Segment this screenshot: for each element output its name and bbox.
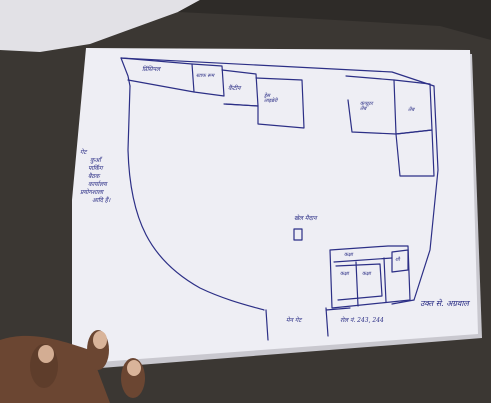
left-note-line: आदि हैं। [92,197,111,204]
finger-2-nail [127,360,141,376]
label-top-room-4: ड्रेस लाइब्रेरी [264,93,278,104]
left-note: गेट कुआँ पार्किंग बैठक कार्यालय प्रयोगशा… [80,150,130,204]
top-room-divider [225,103,259,107]
left-note-line: पार्किंग [88,165,103,172]
gate-post-right [325,307,329,337]
label-top-room-6: लैब [408,107,415,113]
gate-post-left [265,309,269,341]
label-top-room-5: कंप्यूटर लैब [360,101,373,112]
bottom-small-box [391,249,409,273]
left-note-line: कुआँ [90,157,101,164]
label-bottom-mid: कक्षा [362,271,371,277]
boundary-corner [120,57,131,87]
left-note-line: बैठक [88,173,100,180]
bottom-block-outer [329,245,411,309]
top-room-7 [395,129,435,177]
paper-sheet [72,48,478,364]
boundary-top [120,57,435,87]
label-bottom-right: शौ [395,257,400,263]
bottom-block-inner [335,263,383,301]
center-box [293,228,303,241]
roll-number: रोल नं. 243, 244 [340,317,384,324]
label-top-room-2: स्टाफ रूम [196,73,215,79]
bottom-block-div2 [383,257,387,303]
left-note-line: कार्यालय [88,181,107,188]
top-room-4 [255,77,305,129]
top-room-1 [120,57,195,93]
bottom-block-header [333,257,393,263]
label-top-room-1: प्रिंसिपल [142,66,161,73]
label-bottom-left: कक्षा [340,271,349,277]
boundary-right [413,85,439,301]
label-center: खेल मैदान [294,215,317,222]
boundary-left-curve [127,85,265,311]
label-bottom-header: कक्षा [344,252,353,258]
finger-1-nail [93,331,107,349]
label-top-room-3: कैंटीन [228,85,241,92]
top-room-2 [191,63,225,97]
signature: उक्त से. अग्रवाल [420,299,469,308]
background-paper [0,0,200,52]
background-cloth [178,0,491,40]
hand [0,330,145,403]
bottom-boundary [325,299,415,311]
left-note-line: प्रयोगशाला [80,189,104,196]
map-drawing [120,57,439,341]
left-note-line: गेट [80,149,87,156]
label-main-gate: मेन गेट [286,317,302,324]
finger-3-nail [38,345,54,363]
